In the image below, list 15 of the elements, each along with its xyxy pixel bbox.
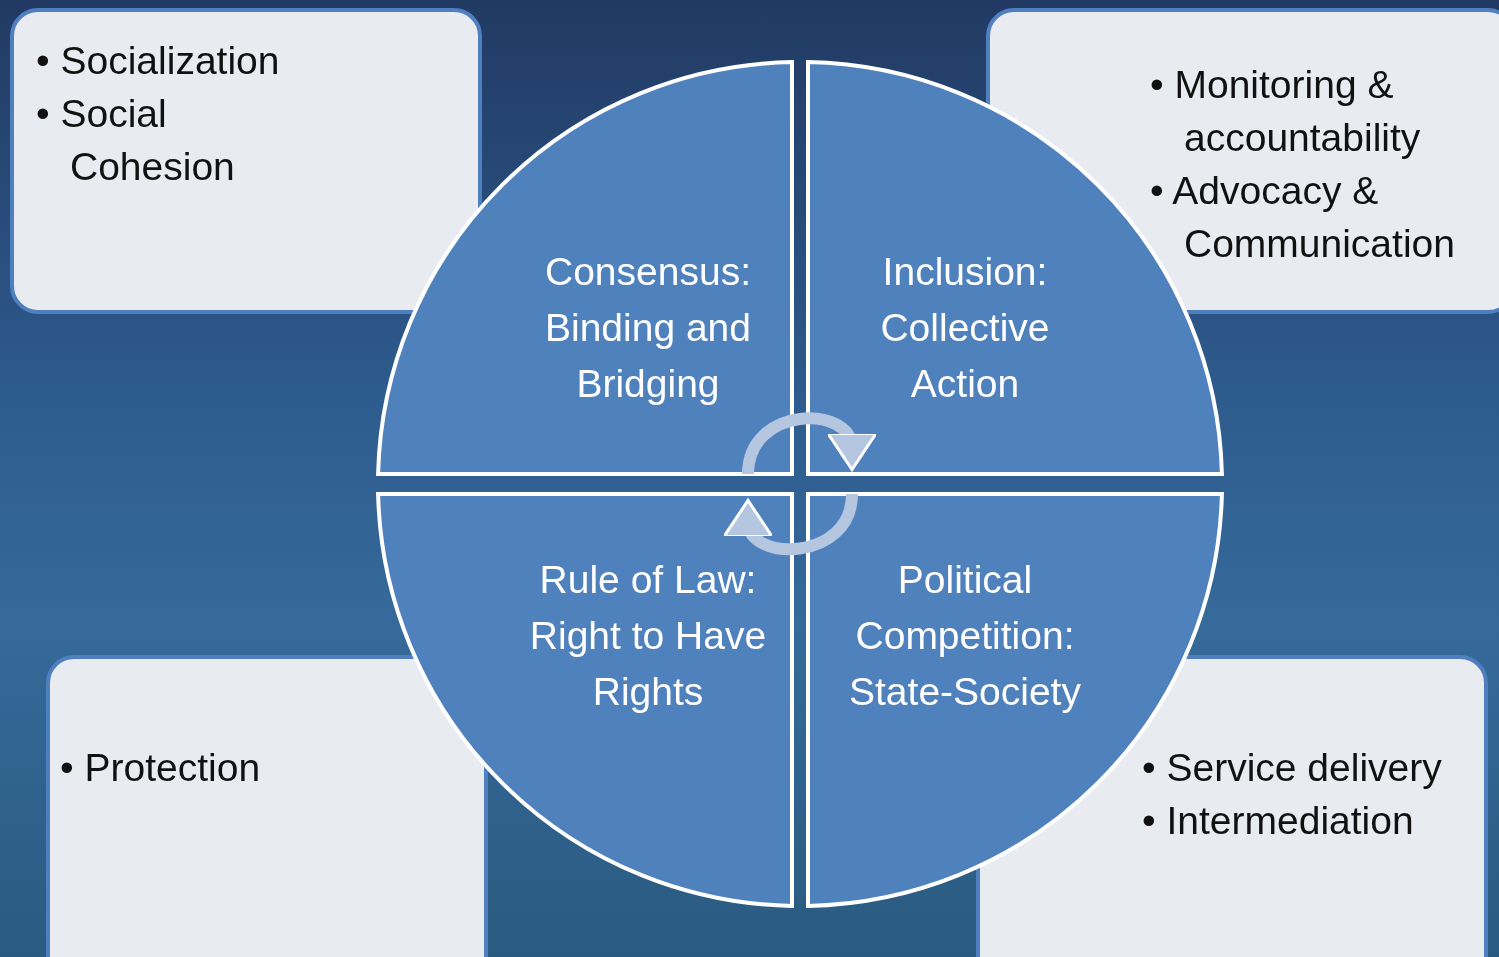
quadrant-label: Political Competition: State-Society <box>848 557 1082 715</box>
bullet-item: • Intermediation <box>1142 798 1415 844</box>
bullet-item: • Socialization <box>36 38 281 84</box>
quadrant-label: Inclusion: Collective Action <box>879 249 1051 407</box>
bullet-item: • Monitoring & accountability <box>1150 62 1422 161</box>
text-card <box>46 655 488 957</box>
curved-arrow <box>742 412 875 475</box>
bullet-item: • Advocacy & Communication <box>1150 168 1456 267</box>
bullet-item: • Service delivery <box>1142 745 1443 791</box>
curved-arrow <box>726 493 858 556</box>
bullet-item: • Protection <box>60 745 262 791</box>
text-card <box>10 8 482 314</box>
quadrant-label: Consensus: Binding and Bridging <box>544 249 752 407</box>
bullet-item: • Social Cohesion <box>36 91 236 190</box>
quadrant-label: Rule of Law: Right to Have Rights <box>528 557 768 715</box>
